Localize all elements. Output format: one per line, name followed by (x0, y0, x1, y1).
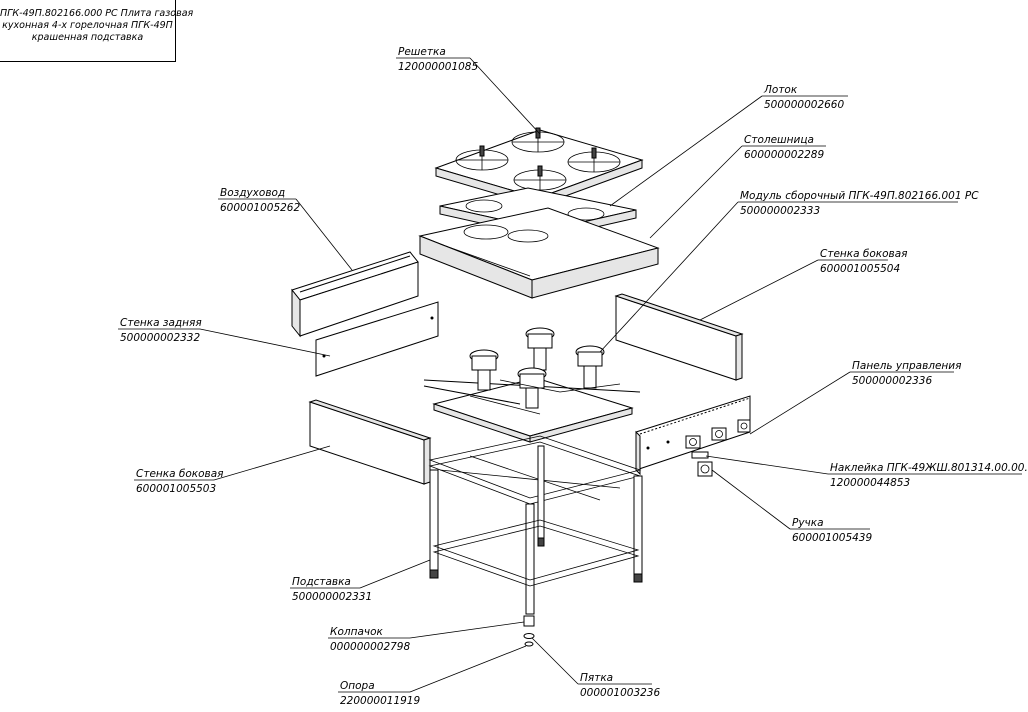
callout-modul: Модуль сборочный ПГК-49П.802166.001 РС 5… (740, 190, 979, 217)
handle-part (697, 461, 713, 477)
callout-code: 000000002798 (330, 641, 410, 653)
callout-code: 500000002333 (740, 205, 820, 217)
stand-frame-part (428, 435, 643, 615)
callout-code: 600001005262 (220, 202, 300, 214)
callout-name: Модуль сборочный ПГК-49П.802166.001 РС (740, 190, 979, 202)
assembly-module-part (423, 327, 641, 443)
side-wall-right-part (614, 293, 744, 381)
callout-name: Решетка (398, 46, 446, 58)
callout-vozduhovod: Воздуховод 600001005262 (220, 187, 300, 214)
callout-name: Панель управления (852, 360, 961, 372)
callout-stenka-bokovaya-left: Стенка боковая 600001005503 (136, 468, 224, 495)
control-panel-part (635, 395, 751, 476)
title-line-1: ПГК-49П.802166.000 РС Плита газовая (0, 8, 194, 19)
callout-code: 600000002289 (744, 149, 824, 161)
callout-name: Пятка (580, 672, 613, 684)
leader-lines (118, 57, 1022, 693)
callout-pyatka: Пятка 000001003236 (580, 672, 660, 699)
callout-code: 500000002332 (120, 332, 200, 344)
callout-code: 220000011919 (340, 695, 420, 707)
callout-stenka-bokovaya-right: Стенка боковая 600001005504 (820, 248, 908, 275)
callout-code: 500000002336 (852, 375, 932, 387)
callout-name: Лоток (763, 84, 798, 96)
callout-name: Стенка боковая (820, 248, 908, 260)
callout-stoleshnica: Столешница 600000002289 (744, 134, 824, 161)
cap-part (523, 615, 535, 627)
callout-code: 500000002660 (764, 99, 844, 111)
callout-name: Опора (340, 680, 375, 692)
callout-reshetka: Решетка 120000001085 (398, 46, 478, 73)
callout-code: 500000002331 (292, 591, 372, 603)
side-wall-left-part (308, 399, 432, 485)
callout-lotok: Лоток 500000002660 (763, 84, 844, 111)
callout-stenka-zadnyaya: Стенка задняя 500000002332 (120, 317, 202, 344)
callout-code: 120000001085 (398, 61, 478, 73)
callout-code: 600001005504 (820, 263, 900, 275)
callout-name: Колпачок (330, 626, 384, 638)
support-part (524, 641, 534, 647)
air-duct-part (291, 251, 419, 338)
sticker-part (691, 451, 709, 459)
callout-code: 000001003236 (580, 687, 660, 699)
callout-name: Наклейка ПГК-49ЖШ.801314.00.00.026 (830, 462, 1028, 474)
callout-nakleika: Наклейка ПГК-49ЖШ.801314.00.00.026 12000… (830, 462, 1028, 489)
callout-name: Ручка (792, 517, 824, 529)
callout-name: Столешница (744, 134, 814, 146)
callout-kolpachok: Колпачок 000000002798 (330, 626, 410, 653)
title-line-3: крашенная подставка (31, 32, 144, 43)
back-wall-part (315, 301, 439, 377)
title-block: ПГК-49П.802166.000 РС Плита газовая кухо… (0, 0, 194, 62)
title-line-2: кухонная 4-х горелочная ПГК-49П (2, 20, 173, 31)
callout-name: Воздуховод (220, 187, 285, 199)
callout-name: Подставка (292, 576, 351, 588)
callout-name: Стенка боковая (136, 468, 224, 480)
callout-code: 600001005503 (136, 483, 216, 495)
foot-pad-part (523, 633, 535, 639)
callout-code: 600001005439 (792, 532, 872, 544)
callout-opora: Опора 220000011919 (340, 680, 420, 707)
callout-ruchka: Ручка 600001005439 (792, 517, 872, 544)
callout-name: Стенка задняя (120, 317, 202, 329)
callout-panel: Панель управления 500000002336 (852, 360, 961, 387)
callout-code: 120000044853 (830, 477, 910, 489)
tabletop-part (418, 207, 660, 299)
callout-podstavka: Подставка 500000002331 (292, 576, 372, 603)
